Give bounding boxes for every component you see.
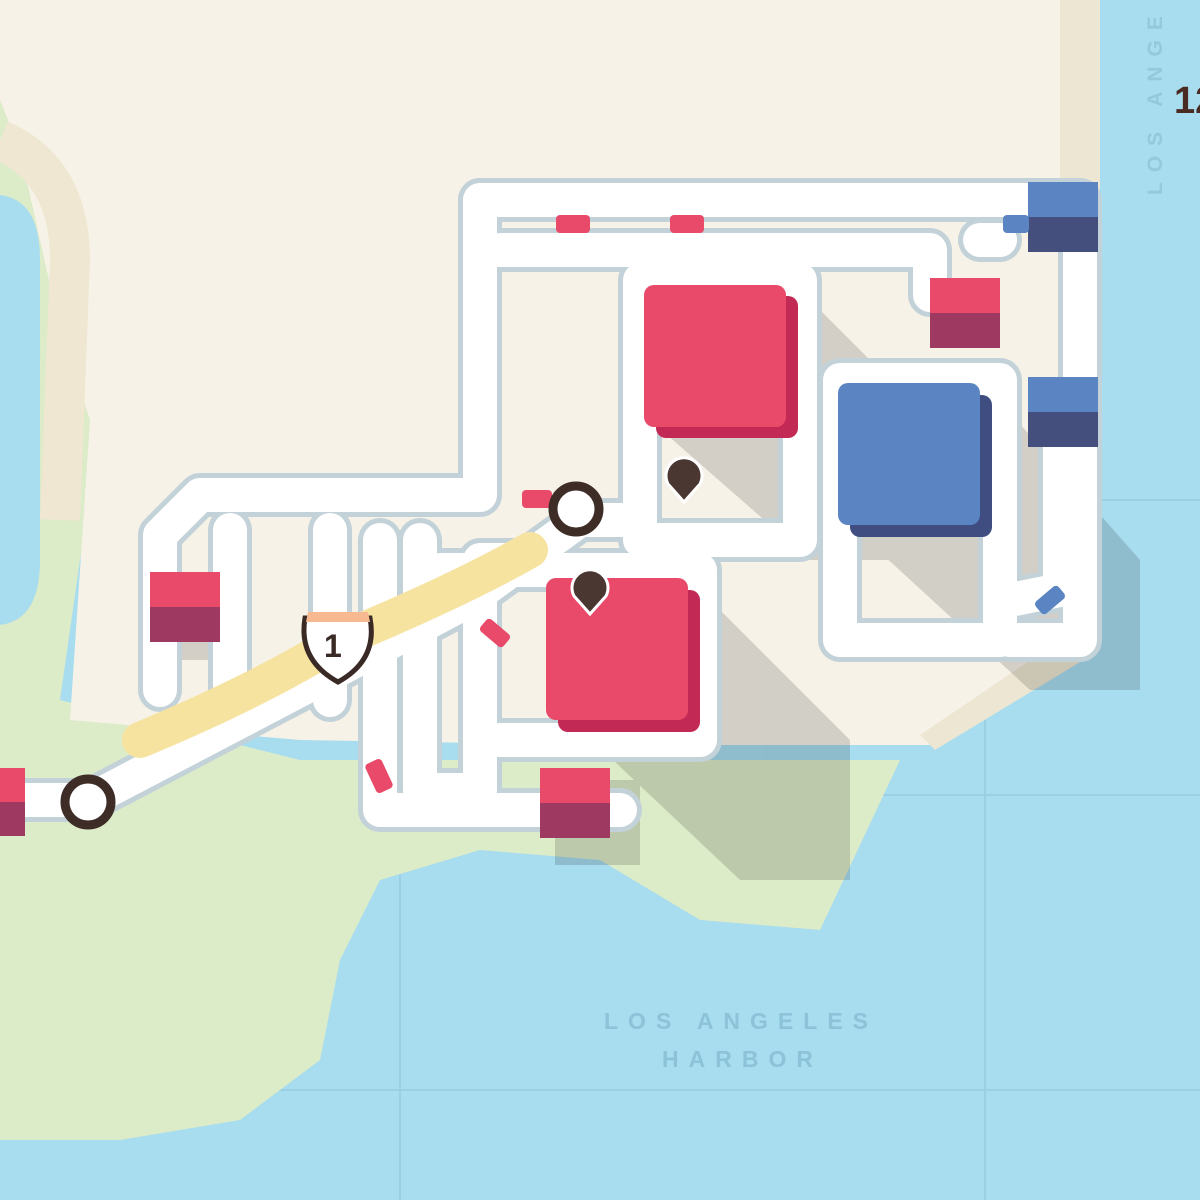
route-shield-icon (301, 615, 374, 685)
pink-building-large-2 (546, 578, 700, 732)
route-number: 1 (324, 628, 342, 664)
blue-building-large (838, 383, 992, 537)
roundabout-icon[interactable] (60, 481, 604, 830)
region-label-vertical: LOS ANGE (1144, 6, 1167, 195)
grass-area (0, 20, 900, 1140)
cars (365, 215, 1065, 793)
score-counter: 12 (1174, 80, 1200, 122)
pink-houses (0, 278, 1000, 838)
destination-pin-icon (570, 456, 704, 617)
old-road (0, 121, 91, 521)
pink-building-large-1 (644, 285, 798, 438)
lake (0, 195, 40, 625)
harbor-label-line1: LOS ANGELES (604, 1008, 878, 1034)
harbor-label-line2: HARBOR (662, 1046, 823, 1072)
route-shield-top (306, 612, 370, 622)
blue-houses (1028, 182, 1098, 447)
